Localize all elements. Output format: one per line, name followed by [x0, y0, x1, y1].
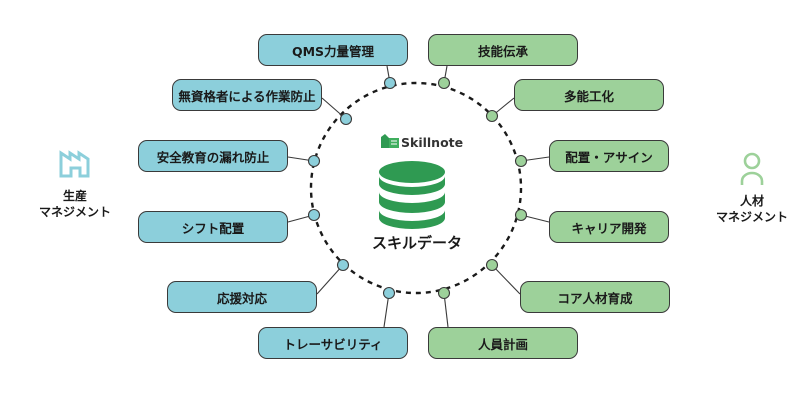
connector-node: [339, 112, 353, 126]
use-case-core-talent[interactable]: コア人材育成: [520, 281, 670, 313]
connector-node: [437, 286, 451, 300]
use-case-multiskilling[interactable]: 多能工化: [514, 79, 664, 111]
connector-node: [485, 258, 499, 272]
connector-node: [307, 208, 321, 222]
person-icon: [740, 152, 764, 185]
use-case-support-response[interactable]: 応援対応: [167, 281, 317, 313]
use-case-skill-transfer[interactable]: 技能伝承: [428, 34, 578, 66]
hr-management-label: 人材 マネジメント: [707, 193, 797, 225]
use-case-label: 配置・アサイン: [565, 149, 653, 165]
use-case-label: 人員計画: [477, 336, 528, 352]
connector-node: [307, 154, 321, 168]
hub-ring: [309, 81, 523, 295]
connector-line: [316, 264, 344, 295]
use-case-career-development[interactable]: キャリア開発: [549, 211, 669, 243]
connector-node: [485, 109, 499, 123]
use-case-label: 多能工化: [563, 88, 614, 104]
use-case-placement-assignment[interactable]: 配置・アサイン: [549, 140, 669, 172]
skill-data-label: スキルデータ: [372, 234, 463, 252]
factory-icon: [59, 150, 90, 178]
use-case-staffing-plan[interactable]: 人員計画: [428, 327, 578, 359]
use-case-label: QMS力量管理: [291, 43, 375, 59]
connector-node: [383, 76, 397, 90]
skillnote-logo-icon: [381, 134, 399, 148]
production-label-line2: マネジメント: [38, 205, 111, 219]
use-case-label: キャリア開発: [571, 220, 647, 236]
skillnote-logo-text: Skillnote: [401, 135, 464, 150]
use-case-qms-competence[interactable]: QMS力量管理: [258, 34, 408, 66]
database-icon: [379, 161, 445, 229]
connector-node: [336, 258, 350, 272]
use-case-label: 技能伝承: [477, 43, 528, 59]
hr-label-line2: マネジメント: [715, 210, 788, 224]
use-case-shift-allocation[interactable]: シフト配置: [138, 211, 288, 243]
connector-line: [491, 264, 521, 295]
connector-node: [514, 208, 528, 222]
use-case-label: 応援対応: [216, 290, 267, 306]
use-case-traceability[interactable]: トレーサビリティ: [258, 327, 408, 359]
use-case-label: コア人材育成: [557, 290, 633, 306]
use-case-label: 安全教育の漏れ防止: [156, 149, 270, 165]
production-management-label: 生産 マネジメント: [30, 188, 120, 220]
use-case-label: 無資格者による作業防止: [178, 88, 316, 104]
production-label-line1: 生産: [62, 189, 87, 203]
connector-node: [514, 154, 528, 168]
use-case-unqualified-prevention[interactable]: 無資格者による作業防止: [172, 79, 322, 111]
use-case-label: トレーサビリティ: [283, 336, 383, 352]
use-case-safety-training[interactable]: 安全教育の漏れ防止: [138, 140, 288, 172]
connector-node: [437, 76, 451, 90]
connector-node: [382, 286, 396, 300]
use-case-label: シフト配置: [181, 220, 245, 236]
hr-label-line1: 人材: [739, 194, 764, 208]
